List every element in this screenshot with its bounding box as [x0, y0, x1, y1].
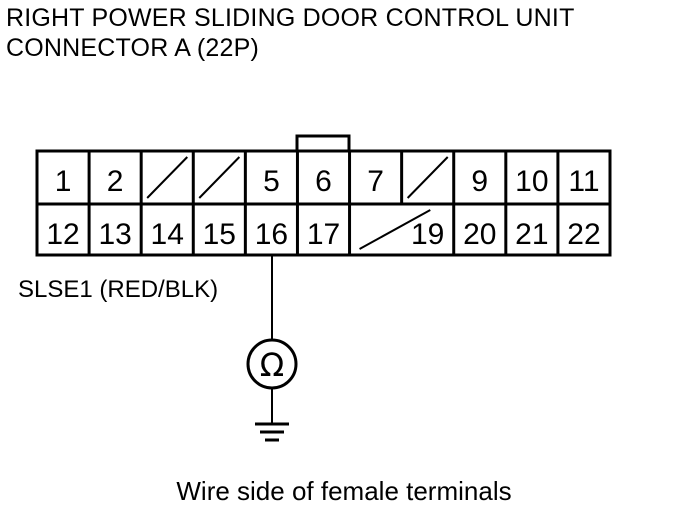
ohm-symbol: Ω — [260, 346, 284, 384]
pin-9-label: 9 — [471, 165, 488, 198]
diagram-caption: Wire side of female terminals — [176, 476, 512, 506]
pin-17-label: 17 — [307, 218, 340, 251]
unused-cavity-slash — [146, 156, 188, 199]
pin-13-label: 13 — [98, 218, 131, 251]
pin-7-label: 7 — [367, 165, 384, 198]
pin-15-label: 15 — [203, 218, 236, 251]
unused-cavity-slash — [359, 209, 431, 250]
diagram-title-line-2: CONNECTOR A (22P) — [6, 34, 259, 62]
pin-5-label: 5 — [263, 165, 280, 198]
ground-icon — [255, 422, 289, 442]
pin-1-label: 1 — [55, 165, 72, 198]
pin-12-label: 12 — [46, 218, 79, 251]
pin-21-label: 21 — [515, 218, 548, 251]
pin-11-label: 11 — [568, 165, 599, 198]
pin-16-label: 16 — [255, 218, 288, 251]
diagram-title-line-1: RIGHT POWER SLIDING DOOR CONTROL UNIT — [6, 4, 575, 32]
connector-bottom-row: 12 13 14 15 16 17 19 20 21 22 — [46, 204, 601, 255]
pin-20-label: 20 — [463, 218, 496, 251]
pin-2-label: 2 — [107, 165, 124, 198]
unused-cavity-slash — [198, 156, 241, 199]
pin-14-label: 14 — [151, 218, 184, 251]
connector-lock-tab — [295, 134, 351, 153]
pin-19-label: 19 — [411, 218, 444, 251]
unused-cavity-slash — [406, 156, 449, 199]
pin-10-label: 10 — [515, 165, 548, 198]
pin-6-label: 6 — [315, 165, 332, 198]
pin-22-label: 22 — [567, 218, 600, 251]
wire-label: SLSE1 (RED/BLK) — [18, 276, 219, 303]
connector-top-row: 1 2 5 6 7 9 10 11 — [55, 151, 600, 204]
